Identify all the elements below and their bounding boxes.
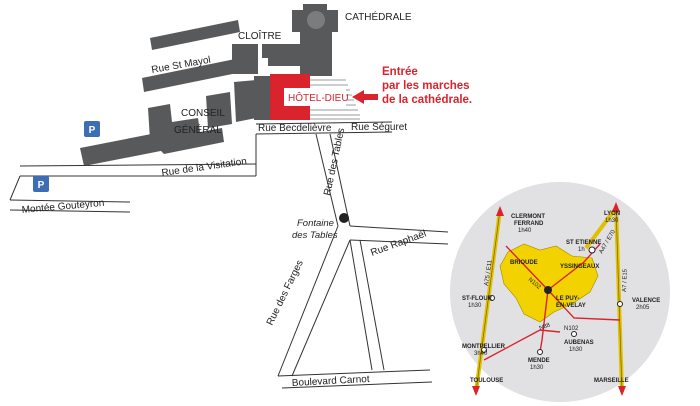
parking-label: P (38, 180, 45, 191)
arrow-marseille-icon (618, 386, 626, 396)
ferrand-label: FERRAND (514, 221, 544, 227)
entrance-arrow-icon (352, 90, 378, 104)
entrance-note-line2: par les marches (382, 80, 470, 92)
street-raphael-label: Rue Raphaël (369, 229, 428, 259)
marseille-label: MARSEILLE (594, 378, 629, 384)
valence-marker (617, 301, 623, 307)
clermont-label: CLERMONT (511, 214, 545, 220)
entrance-note-line3: de la cathédrale. (382, 94, 472, 106)
hotel-dieu-label: HÔTEL-DIEU (288, 91, 349, 104)
montpellier-marker (481, 347, 487, 353)
street-tables-label: Rue des Tables (322, 127, 347, 197)
cathedral-dome (307, 11, 325, 29)
valence-label: VALENCE (632, 298, 660, 304)
lyon-label: LYON (604, 211, 620, 217)
street-becdelievre-label: Rue Becdelièvre (258, 123, 332, 134)
entrance-note-line1: Entrée (382, 66, 418, 78)
conseil-label-2: GÉNÉRAL (174, 123, 222, 136)
st-flour-marker (489, 295, 495, 301)
le-puy-label-2: EN-VELAY (556, 303, 586, 309)
mende-time: 1h30 (530, 365, 544, 371)
fontaine-label-2: des Tables (292, 230, 338, 241)
arrow-lyon-icon (612, 202, 620, 212)
city-map: P P CATHÉDRALE CLOÎTRE CONSEIL GÉNÉRAL H… (9, 4, 472, 389)
aubenas-time: 1h30 (569, 347, 583, 353)
montpellier-time: 3h40 (474, 351, 488, 357)
le-puy-label-1: LE PUY- (556, 296, 579, 302)
yssingeaux-label: YSSINGEAUX (560, 264, 599, 270)
st-flour-label: ST-FLOUR (462, 296, 493, 302)
toulouse-label: TOULOUSE (470, 378, 503, 384)
clermont-time: 1h40 (518, 228, 532, 234)
parking-marker-2[interactable]: P (33, 176, 49, 192)
road-n102-south-label: N102 (564, 326, 579, 332)
le-puy-marker (544, 286, 552, 294)
valence-time: 2h05 (636, 305, 650, 311)
st-flour-time: 1h30 (468, 303, 482, 309)
entrance-note: Entrée par les marches de la cathédrale. (352, 66, 472, 106)
st-etienne-label: ST ETIENNE (566, 240, 601, 246)
arrow-toulouse-icon (472, 386, 480, 396)
aubenas-label: AUBENAS (564, 340, 594, 346)
mende-marker (537, 349, 543, 355)
cathedrale-label: CATHÉDRALE (345, 10, 412, 23)
road-a7-label: A7 / E15 (622, 268, 629, 292)
conseil-label-1: CONSEIL (181, 108, 225, 119)
fontaine-des-tables-marker (339, 213, 349, 223)
street-seguret-label: Rue Séguret (351, 122, 407, 133)
mende-label: MENDE (528, 358, 550, 364)
arrow-clermont-icon (496, 206, 504, 216)
street-carnot-label: Boulevard Carnot (292, 374, 371, 389)
aubenas-marker (571, 331, 577, 337)
street-farges-label: Rue des Farges (265, 259, 306, 328)
buildings (80, 4, 338, 166)
road-n88-label: N88 (539, 322, 552, 332)
st-etienne-time: 1h (578, 247, 585, 253)
fontaine-label-1: Fontaine (297, 218, 334, 229)
parking-marker-1[interactable]: P (84, 121, 100, 137)
st-etienne-marker (588, 246, 596, 254)
montpellier-label: MONTPELLIER (462, 344, 506, 350)
brioude-label: BRIOUDE (510, 260, 538, 266)
cloister-building (262, 44, 300, 66)
cloitre-label: CLOÎTRE (238, 29, 282, 42)
road-a75-label: A75 / E11 (484, 259, 494, 286)
streets (9, 121, 449, 389)
parking-label: P (89, 125, 96, 136)
haute-loire-region (499, 243, 599, 323)
region-map: CLERMONT FERRAND 1h40 LYON 1h30 ST ETIEN… (450, 182, 670, 402)
lyon-time: 1h30 (605, 218, 619, 224)
